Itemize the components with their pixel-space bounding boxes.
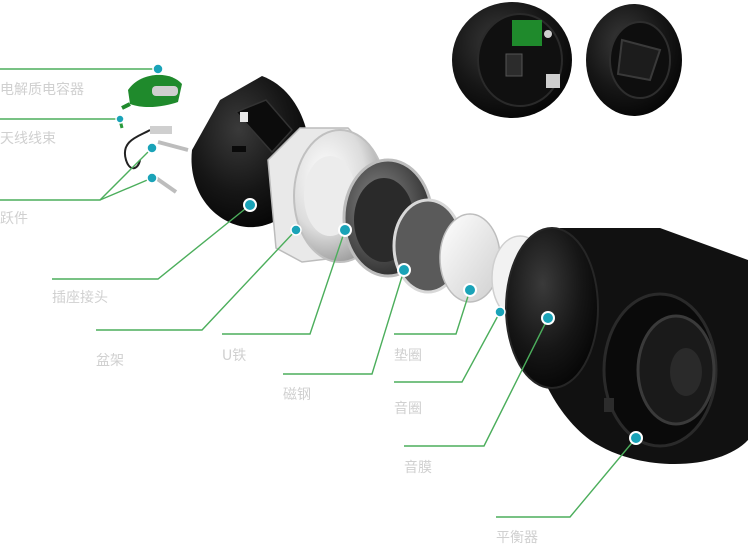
marker-diaphragm bbox=[541, 311, 555, 325]
marker-basket bbox=[290, 224, 302, 236]
marker-magnet bbox=[397, 263, 411, 277]
label-basket: 盆架 bbox=[96, 353, 124, 369]
marker-gasket bbox=[463, 283, 477, 297]
capacitor-part bbox=[121, 74, 182, 110]
label-antenna: 天线线束 bbox=[0, 131, 56, 147]
pcb-mini bbox=[512, 20, 542, 46]
assembled-unit-open bbox=[452, 2, 572, 118]
label-diaphragm: 音膜 bbox=[404, 460, 432, 476]
label-magnet: 磁钢 bbox=[283, 387, 311, 403]
marker-u-iron bbox=[338, 223, 352, 237]
label-connector: 插座接头 bbox=[52, 290, 108, 306]
label-spring: 跃件 bbox=[0, 211, 28, 227]
marker-spring-a bbox=[146, 142, 158, 154]
marker-voice-coil bbox=[494, 306, 506, 318]
label-voice-coil: 音圈 bbox=[394, 401, 422, 417]
marker-balancer bbox=[629, 431, 643, 445]
callout-markers bbox=[115, 63, 643, 445]
marker-antenna bbox=[115, 114, 125, 124]
balancer-part bbox=[505, 227, 748, 465]
label-capacitor: 电解质电容器 bbox=[0, 82, 84, 98]
assembled-unit-back bbox=[586, 4, 682, 116]
callout-lines bbox=[0, 68, 637, 518]
spring-part bbox=[154, 140, 189, 194]
label-gasket: 垫圈 bbox=[394, 348, 422, 364]
label-balancer: 平衡器 bbox=[496, 530, 538, 546]
label-u-iron: U铁 bbox=[222, 348, 247, 364]
marker-connector bbox=[243, 198, 257, 212]
marker-spring-b bbox=[146, 172, 158, 184]
marker-capacitor bbox=[152, 63, 164, 75]
